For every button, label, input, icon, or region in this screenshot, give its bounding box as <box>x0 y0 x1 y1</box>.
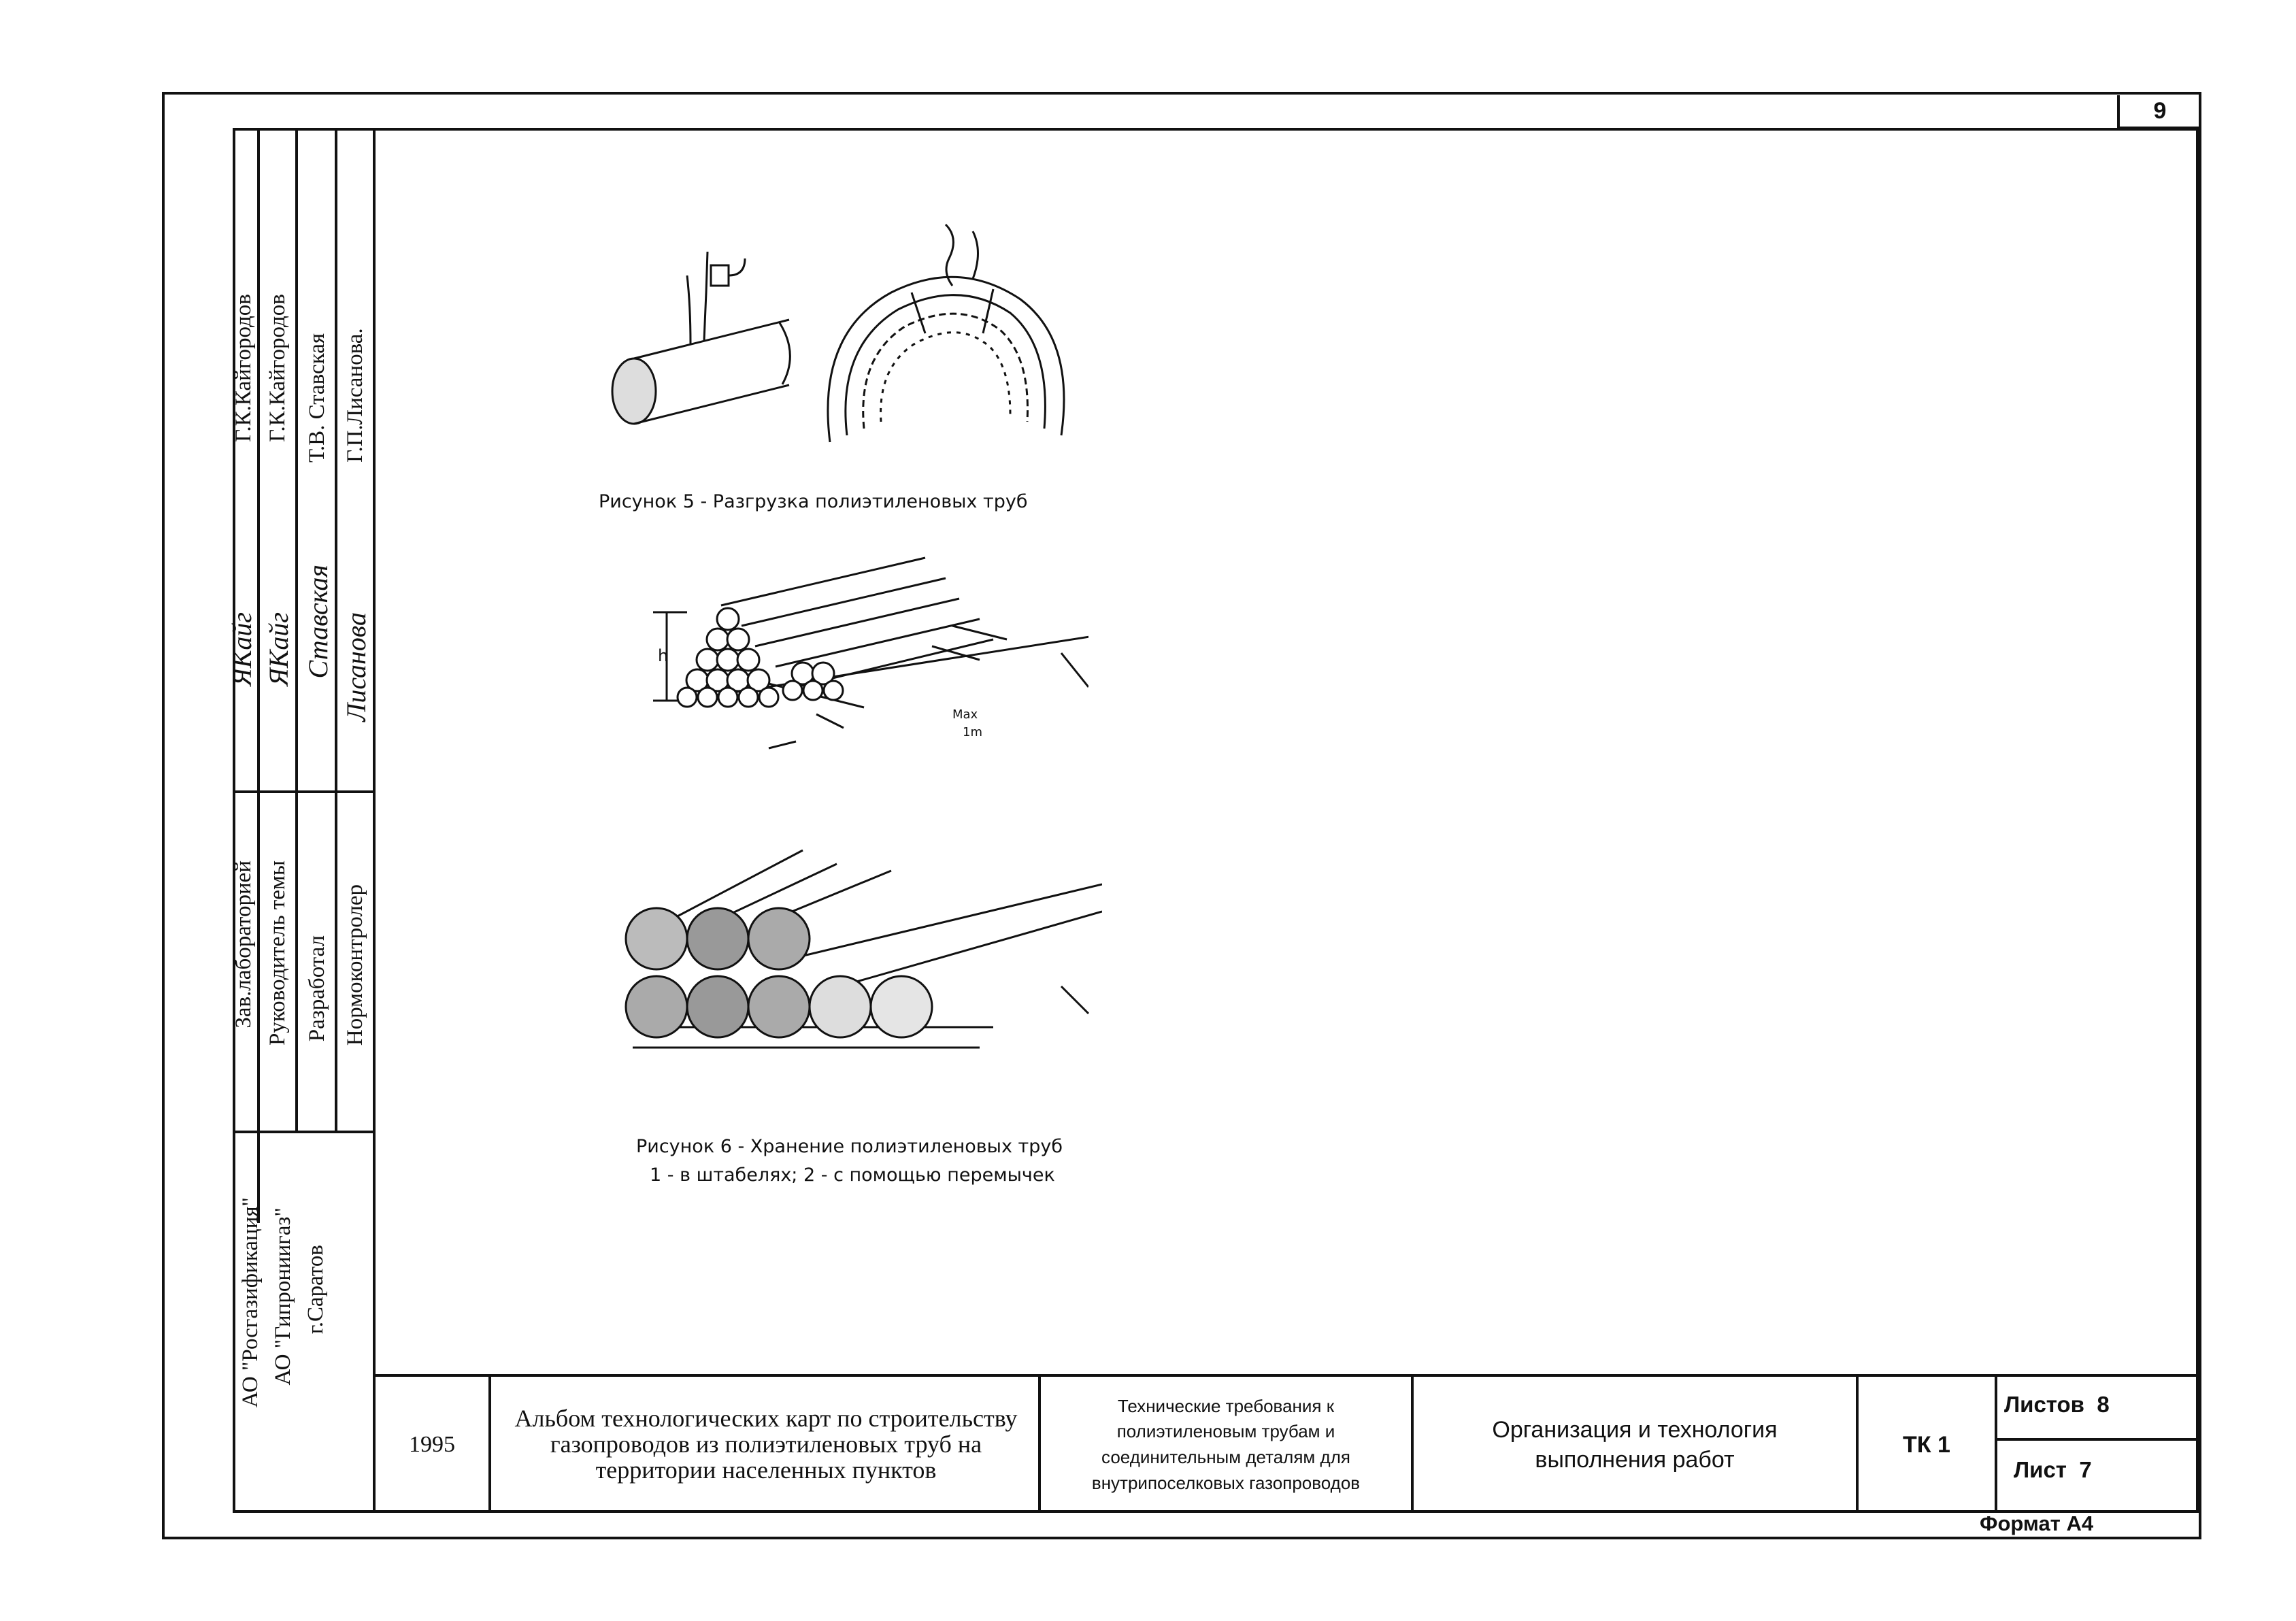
titleblock-section: Организация и технология выполнения рабо… <box>1492 1416 1778 1473</box>
staff-role-1: Зав.лабораторией <box>231 860 256 1029</box>
figure6-caption-line1: Рисунок 6 - Хранение полиэтиленовых труб <box>636 1136 1063 1157</box>
staff-role-3: Разработал <box>305 935 329 1042</box>
stamp-divider <box>373 128 376 1513</box>
stamp-separator <box>233 1131 373 1133</box>
outer-frame <box>162 92 2201 1539</box>
staff-role-2: Руководитель темы <box>265 860 290 1046</box>
figure6-stack-illustration <box>653 556 1088 750</box>
sheet-label: Лист <box>2014 1457 2067 1482</box>
staff-name-3: Т.В. Ставская <box>305 333 329 463</box>
org-line-1: АО "Росгазификация" <box>238 1197 263 1408</box>
stamp-divider <box>335 128 337 1133</box>
titleblock-divider <box>488 1374 491 1513</box>
figure5-illustration <box>611 223 1065 443</box>
staff-name-4: Г.П.Лисанова. <box>343 328 367 463</box>
figure6-label-1m: 1m <box>963 725 982 739</box>
titleblock-sheet: Лист 7 <box>2014 1457 2092 1483</box>
staff-role-4: Нормоконтролер <box>343 884 367 1046</box>
titleblock-sheets: Листов 8 <box>2004 1392 2110 1418</box>
titleblock-code: ТК 1 <box>1903 1431 1950 1458</box>
sheets-value: 8 <box>2097 1392 2110 1417</box>
sheet-value: 7 <box>2079 1457 2092 1482</box>
stamp-divider <box>295 128 298 1133</box>
stamp-separator <box>233 790 373 793</box>
titleblock-divider <box>1995 1374 1997 1513</box>
figure6-caption-line2: 1 - в штабелях; 2 - с помощью перемычек <box>650 1165 1055 1186</box>
signature-1: ЯКайг <box>227 612 257 686</box>
signature-2: ЯКайг <box>263 612 294 686</box>
titleblock-sheet-divider <box>1995 1438 2199 1441</box>
titleblock-divider <box>1038 1374 1041 1513</box>
figure6-label-max: Max <box>952 707 978 722</box>
staff-name-1: Г.К.Кайгородов <box>231 294 256 442</box>
titleblock-divider <box>1856 1374 1859 1513</box>
inner-frame <box>233 128 2199 1513</box>
stamp-divider <box>257 128 260 1223</box>
titleblock-year: 1995 <box>409 1432 455 1457</box>
titleblock-divider <box>1411 1374 1414 1513</box>
org-line-3: г.Саратов <box>303 1245 328 1335</box>
figure6-label-h: h <box>658 646 669 665</box>
staff-name-2: Г.К.Кайгородов <box>265 294 290 442</box>
signature-3: Ставская <box>303 565 333 679</box>
titleblock-album: Альбом технологических карт по строитель… <box>514 1405 1018 1484</box>
figure6-pipes-illustration <box>625 849 1102 1049</box>
titleblock-top-border <box>373 1374 2199 1377</box>
sheets-label: Листов <box>2004 1392 2084 1417</box>
figure5-caption: Рисунок 5 - Разгрузка полиэтиленовых тру… <box>599 491 1028 512</box>
format-label: Формат А4 <box>1980 1511 2094 1535</box>
org-line-2: АО "Гипрониигаз" <box>271 1207 295 1386</box>
page-number: 9 <box>2117 95 2200 129</box>
titleblock-requirements: Технические требования к полиэтиленовым … <box>1091 1395 1361 1493</box>
signature-4: Лисанова <box>341 612 371 722</box>
